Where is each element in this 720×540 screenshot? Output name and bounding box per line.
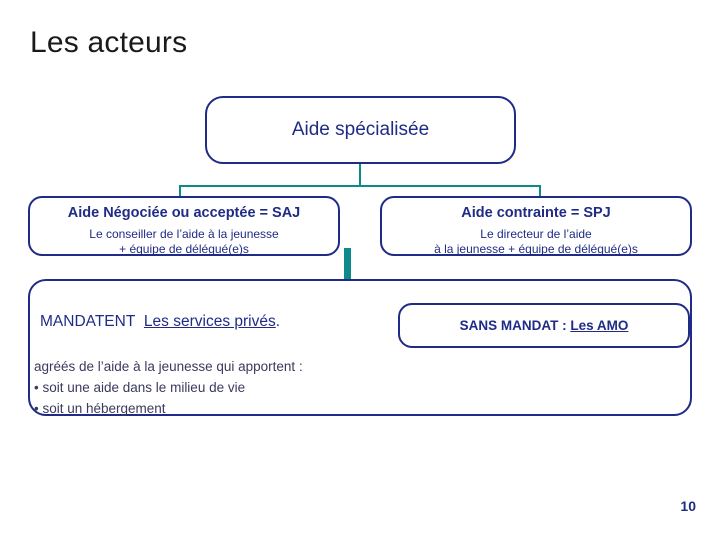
- connector-horizontal: [179, 185, 541, 187]
- bottom-details: agréés de l’aide à la jeunesse qui appor…: [34, 359, 303, 416]
- node-amo-label: SANS MANDAT : Les AMO: [460, 318, 629, 333]
- node-spj: Aide contrainte = SPJ Le directeur de l’…: [380, 196, 692, 256]
- amo-prefix: SANS MANDAT :: [459, 318, 571, 333]
- connector-vertical-top: [359, 164, 361, 186]
- node-spj-subtitle: Le directeur de l’aide à la jeunesse + é…: [434, 226, 638, 256]
- node-saj-subtitle: Le conseiller de l’aide à la jeunesse + …: [89, 226, 279, 256]
- node-aide-specialisee: Aide spécialisée: [205, 96, 516, 164]
- connector-vertical-left: [179, 185, 181, 201]
- node-saj: Aide Négociée ou acceptée = SAJ Le conse…: [28, 196, 340, 256]
- node-saj-heading: Aide Négociée ou acceptée = SAJ: [67, 205, 301, 221]
- arrow-down-shaft: [344, 248, 351, 296]
- page-number: 10: [680, 498, 696, 514]
- mandatent-prefix: MANDATENT: [40, 313, 136, 330]
- mandatent-text: MANDATENT Les services privés.: [40, 313, 280, 331]
- node-aide-specialisee-label: Aide spécialisée: [291, 119, 430, 140]
- mandatent-suffix: .: [275, 313, 281, 330]
- page-title: Les acteurs: [30, 26, 188, 59]
- node-spj-heading: Aide contrainte = SPJ: [461, 205, 611, 221]
- node-amo: SANS MANDAT : Les AMO: [398, 303, 690, 348]
- amo-underlined: Les AMO: [570, 318, 629, 333]
- connector-vertical-right: [539, 185, 541, 201]
- mandatent-underlined: Les services privés: [143, 313, 276, 330]
